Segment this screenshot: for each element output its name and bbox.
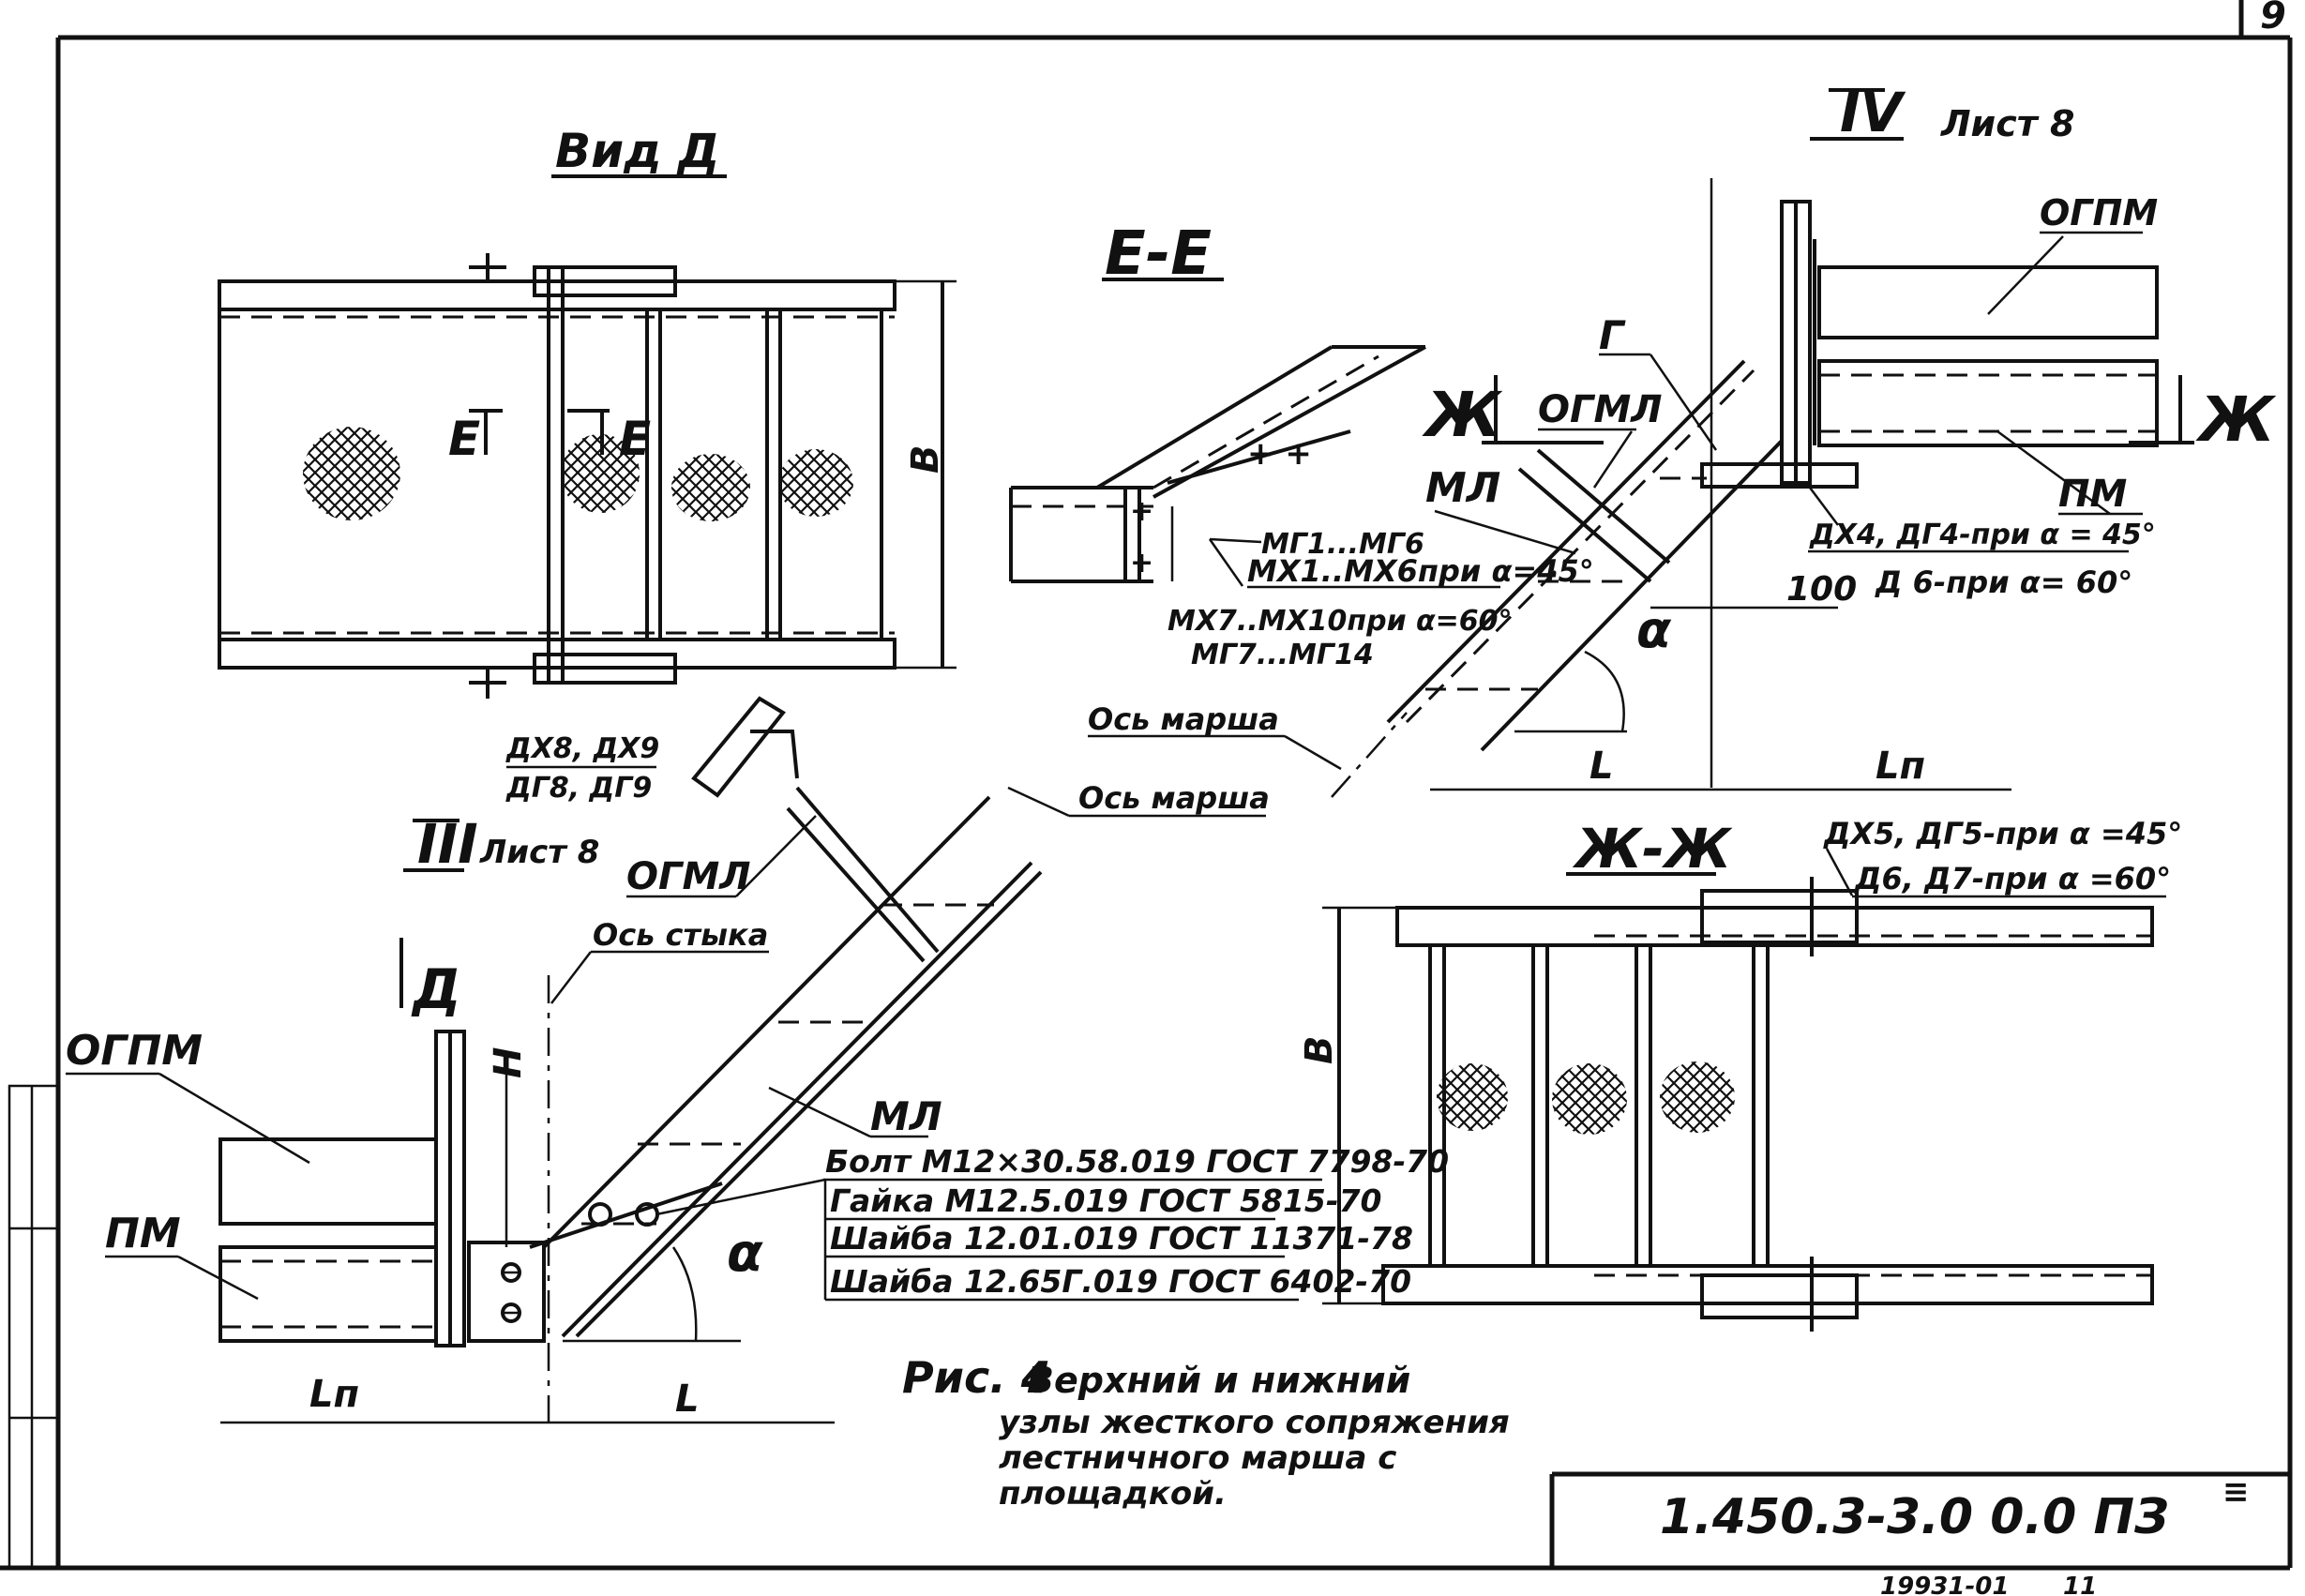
node-iii-title: III — [417, 812, 478, 876]
archive-suffix: 11 — [2063, 1573, 2097, 1596]
zh-mark-right: Ж — [2195, 384, 2277, 456]
node-iv-sheet: Лист 8 — [1940, 103, 2074, 144]
dim-h: Н — [487, 1047, 530, 1078]
note-mx7: МХ7..МХ10при α=60° — [1168, 605, 1513, 638]
dim-b-zhzh: В — [1298, 1036, 1341, 1065]
label-pm-iii: ПМ — [105, 1210, 181, 1257]
dim-l-iii: L — [675, 1378, 700, 1421]
mesh-panel — [1437, 1063, 1508, 1131]
mesh-panel — [561, 434, 640, 513]
label-g: Г — [1599, 312, 1626, 358]
caption-line-1: Верхний и нижний — [1027, 1360, 1410, 1401]
axis-joint: Ось стыка — [593, 917, 768, 953]
label-ogpm-iv: ОГПМ — [2040, 192, 2158, 233]
zh-mark-left: Ж — [1422, 379, 1503, 451]
fastener-4: Шайба 12.65Г.019 ГОСТ 6402-70 — [830, 1263, 1411, 1300]
caption-line-4: площадкой. — [999, 1475, 1227, 1513]
label-ml-iv: МЛ — [1425, 464, 1500, 512]
node-iv: IV Лист 8 ОГПМ ПМ Ж Ж ОГМЛ МЛ Г — [1088, 81, 2277, 798]
corner-stamp: ≡ — [2222, 1473, 2250, 1511]
view-d: Вид Д В Е Е — [218, 124, 957, 699]
svg-text:+: + — [1130, 547, 1153, 580]
section-ee-title: Е-Е — [1105, 219, 1212, 289]
node-iii: III Лист 8 ДХ8, ДХ9 ДГ8, ДГ9 ОГМЛ Ось ма… — [66, 696, 1449, 1425]
section-zhzh: Ж-Ж ДХ5, ДГ5-при α =45° Д6, Д7-при α =60… — [1298, 816, 2182, 1332]
note-d6-d7: Д6, Д7-при α =60° — [1854, 861, 2171, 896]
document-code: 1.450.3-3.0 0.0 ПЗ — [1660, 1489, 2169, 1545]
caption-line-2: узлы жесткого сопряжения — [999, 1404, 1510, 1441]
sheet-frame — [0, 0, 2293, 1571]
label-ogml-iv: ОГМЛ — [1538, 388, 1663, 431]
caption-prefix: Рис. 4 — [902, 1352, 1051, 1403]
caption-line-3: лестничного марша с — [999, 1439, 1396, 1477]
label-ml-iii: МЛ — [870, 1093, 942, 1139]
mesh-panel — [303, 427, 400, 520]
mesh-panel — [671, 454, 750, 521]
mesh-panel — [1552, 1063, 1627, 1135]
figure-caption: Рис. 4 Верхний и нижний узлы жесткого со… — [902, 1352, 1510, 1513]
archive-number: 19931-01 — [1880, 1573, 2009, 1596]
svg-text:+: + — [1130, 495, 1153, 528]
alpha-iv: α — [1636, 600, 1672, 659]
section-mark-right: Е — [619, 412, 651, 466]
label-pm-iv: ПМ — [2058, 473, 2127, 516]
svg-text:+ +: + + — [1247, 435, 1312, 473]
note-mg7: МГ7...МГ14 — [1191, 639, 1374, 671]
dim-ln-iv: Lп — [1876, 745, 1925, 788]
mesh-panel — [778, 449, 853, 517]
dim-100: 100 — [1786, 570, 1857, 609]
label-dg8: ДГ8, ДГ9 — [505, 772, 652, 805]
section-mark-left: Е — [448, 412, 480, 466]
axis-march-iv: Ось марша — [1088, 701, 1279, 737]
dim-l-iv: L — [1589, 745, 1614, 788]
fastener-1: Болт М12×30.58.019 ГОСТ 7798-70 — [825, 1143, 1449, 1180]
section-zhzh-title: Ж-Ж — [1572, 817, 1733, 881]
node-iii-sheet: Лист 8 — [479, 834, 599, 871]
label-dx8: ДХ8, ДХ9 — [505, 732, 659, 765]
page-number: 9 — [2260, 0, 2286, 38]
mesh-panel — [1660, 1061, 1735, 1133]
view-d-title: Вид Д — [555, 124, 719, 178]
section-ee: Е-Е + + + + МГ1...МГ6 МХ1..МХ6при α=45° … — [1009, 219, 1594, 671]
view-d-arrow: Д — [411, 957, 461, 1021]
label-ogpm-iii: ОГПМ — [66, 1027, 203, 1075]
fastener-3: Шайба 12.01.019 ГОСТ 11371-78 — [830, 1220, 1413, 1257]
label-ogml-iii: ОГМЛ — [626, 855, 751, 898]
axis-march-iii: Ось марша — [1078, 780, 1270, 816]
dim-b: В — [904, 445, 947, 474]
dim-ln-iii: Lп — [309, 1373, 359, 1416]
alpha-iii: α — [727, 1223, 763, 1284]
note-mg1: МГ1...МГ6 — [1261, 528, 1424, 561]
note-d6: Д 6-при α= 60° — [1875, 565, 2132, 600]
note-dx5: ДХ5, ДГ5-при α =45° — [1823, 816, 2182, 851]
fastener-2: Гайка М12.5.019 ГОСТ 5815-70 — [830, 1182, 1382, 1219]
note-dx4: ДХ4, ДГ4-при α = 45° — [1809, 519, 2156, 551]
